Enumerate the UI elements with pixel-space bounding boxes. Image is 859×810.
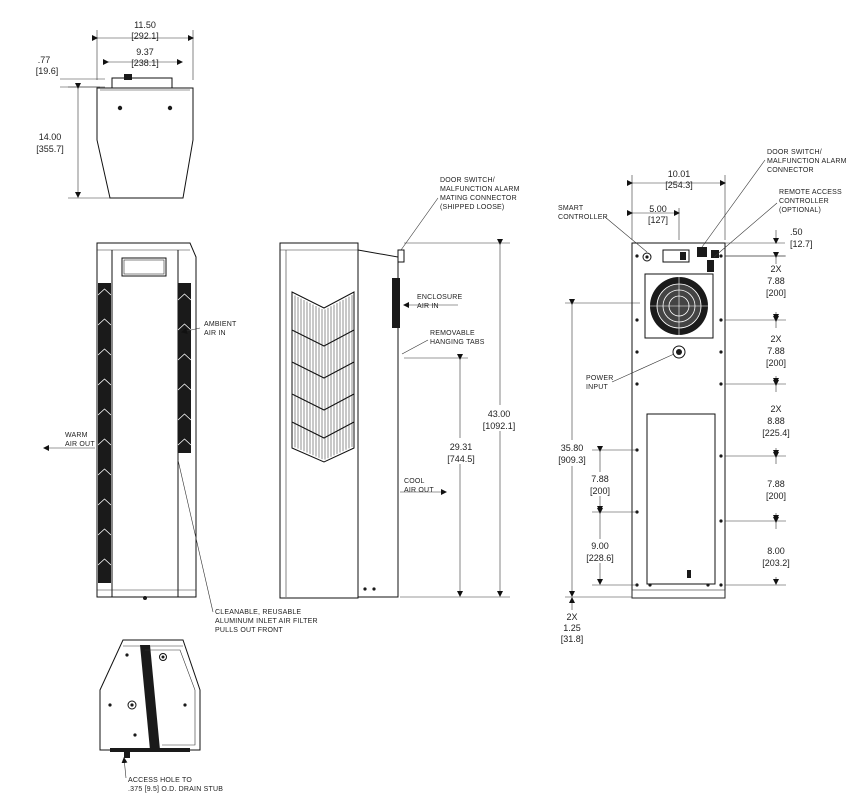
bottom-view: ACCESS HOLE TO .375 [9.5] O.D. DRAIN STU… bbox=[99, 639, 223, 793]
rear-left-dim-2-mm: [228.6] bbox=[586, 553, 614, 563]
side-door-switch-1: DOOR SWITCH/ bbox=[440, 177, 495, 184]
side-height-partial: 29.31 bbox=[450, 442, 473, 452]
cool-air-1: COOL bbox=[404, 478, 425, 485]
remote-access-1: REMOTE ACCESS bbox=[779, 189, 842, 196]
top-width-inner-mm: [238.1] bbox=[131, 58, 159, 68]
svg-text:7.88: 7.88 bbox=[767, 479, 785, 489]
side-door-switch-4: (SHIPPED LOOSE) bbox=[440, 204, 504, 211]
cool-air-2: AIR OUT bbox=[404, 487, 434, 494]
filter-note-3: PULLS OUT FRONT bbox=[215, 627, 283, 634]
enclosure-air-2: AIR IN bbox=[417, 303, 439, 310]
side-door-switch-2: MALFUNCTION ALARM bbox=[440, 186, 520, 193]
access-hole-1: ACCESS HOLE TO bbox=[128, 777, 192, 784]
svg-text:2X: 2X bbox=[770, 334, 781, 344]
front-view: AMBIENT AIR IN WARM AIR OUT CLEANABLE, R… bbox=[43, 242, 318, 634]
power-input-1: POWER bbox=[586, 375, 613, 382]
rear-top-offset-mm: [12.7] bbox=[790, 239, 813, 249]
svg-text:[225.4]: [225.4] bbox=[762, 428, 790, 438]
top-width-outer: 11.50 bbox=[134, 20, 156, 30]
side-view: DOOR SWITCH/ MALFUNCTION ALARM MATING CO… bbox=[279, 177, 521, 599]
rear-left-dim-1-mm: [200] bbox=[590, 486, 610, 496]
side-height-total-mm: [1092.1] bbox=[483, 421, 516, 431]
top-width-outer-mm: [292.1] bbox=[131, 31, 159, 41]
right-dim-1: 2X 7.88 [200] bbox=[766, 264, 786, 298]
door-switch-connector-2: MALFUNCTION ALARM bbox=[767, 158, 847, 165]
rear-width: 10.01 bbox=[668, 169, 691, 179]
top-offset-mm: [19.6] bbox=[36, 66, 59, 76]
svg-text:7.88: 7.88 bbox=[767, 346, 785, 356]
rear-top-offset: .50 bbox=[790, 227, 803, 237]
top-view: 11.50 [292.1] 9.37 [238.1] .77 [19.6] 14… bbox=[36, 20, 194, 199]
svg-text:2X: 2X bbox=[770, 264, 781, 274]
access-hole-2: .375 [9.5] O.D. DRAIN STUB bbox=[128, 786, 223, 793]
top-depth-mm: [355.7] bbox=[36, 144, 64, 154]
rear-half-width-mm: [127] bbox=[648, 215, 668, 225]
warm-air-label-1: WARM bbox=[65, 432, 88, 439]
svg-text:[200]: [200] bbox=[766, 491, 786, 501]
ambient-air-label-2: AIR IN bbox=[204, 330, 226, 337]
svg-text:[203.2]: [203.2] bbox=[762, 558, 790, 568]
remote-access-2: CONTROLLER bbox=[779, 198, 829, 205]
rear-bottom-qty: 2X bbox=[566, 612, 577, 622]
ambient-air-label-1: AMBIENT bbox=[204, 321, 237, 328]
power-input-2: INPUT bbox=[586, 384, 609, 391]
rear-bottom-dim-mm: [31.8] bbox=[561, 634, 584, 644]
door-switch-connector-3: CONNECTOR bbox=[767, 167, 814, 174]
rear-half-width: 5.00 bbox=[649, 204, 667, 214]
smart-controller-2: CONTROLLER bbox=[558, 214, 608, 221]
enclosure-air-1: ENCLOSURE bbox=[417, 294, 462, 301]
hanging-tabs-1: REMOVABLE bbox=[430, 330, 475, 337]
side-height-partial-mm: [744.5] bbox=[447, 454, 475, 464]
rear-width-mm: [254.3] bbox=[665, 180, 693, 190]
rear-view: 10.01 [254.3] 5.00 [127] bbox=[550, 149, 847, 644]
door-switch-connector-1: DOOR SWITCH/ bbox=[767, 149, 822, 156]
svg-text:[200]: [200] bbox=[766, 288, 786, 298]
smart-controller-1: SMART bbox=[558, 205, 584, 212]
rear-left-dim-1: 7.88 bbox=[591, 474, 609, 484]
side-door-switch-3: MATING CONNECTOR bbox=[440, 195, 517, 202]
right-dim-5: 8.00 [203.2] bbox=[762, 546, 790, 568]
top-width-inner: 9.37 bbox=[136, 47, 154, 57]
svg-text:8.00: 8.00 bbox=[767, 546, 785, 556]
right-dim-3: 2X 8.88 [225.4] bbox=[762, 404, 790, 438]
svg-text:[200]: [200] bbox=[766, 358, 786, 368]
top-offset: .77 bbox=[38, 55, 51, 65]
rear-left-dim-2: 9.00 bbox=[591, 541, 609, 551]
rear-overall-mm: [909.3] bbox=[558, 455, 586, 465]
filter-note-2: ALUMINUM INLET AIR FILTER bbox=[215, 618, 318, 625]
filter-note-1: CLEANABLE, REUSABLE bbox=[215, 609, 301, 616]
right-dim-4: 7.88 [200] bbox=[766, 479, 786, 501]
rear-overall: 35.80 bbox=[561, 443, 584, 453]
side-louver-panel bbox=[291, 291, 355, 463]
top-depth: 14.00 bbox=[39, 132, 62, 142]
hanging-tabs-2: HANGING TABS bbox=[430, 339, 485, 346]
warm-air-label-2: AIR OUT bbox=[65, 441, 95, 448]
svg-text:8.88: 8.88 bbox=[767, 416, 785, 426]
svg-text:7.88: 7.88 bbox=[767, 276, 785, 286]
right-dim-2: 2X 7.88 [200] bbox=[766, 334, 786, 368]
side-height-total: 43.00 bbox=[488, 409, 511, 419]
remote-access-3: (OPTIONAL) bbox=[779, 207, 821, 214]
rear-bottom-dim: 1.25 bbox=[563, 623, 581, 633]
svg-text:2X: 2X bbox=[770, 404, 781, 414]
